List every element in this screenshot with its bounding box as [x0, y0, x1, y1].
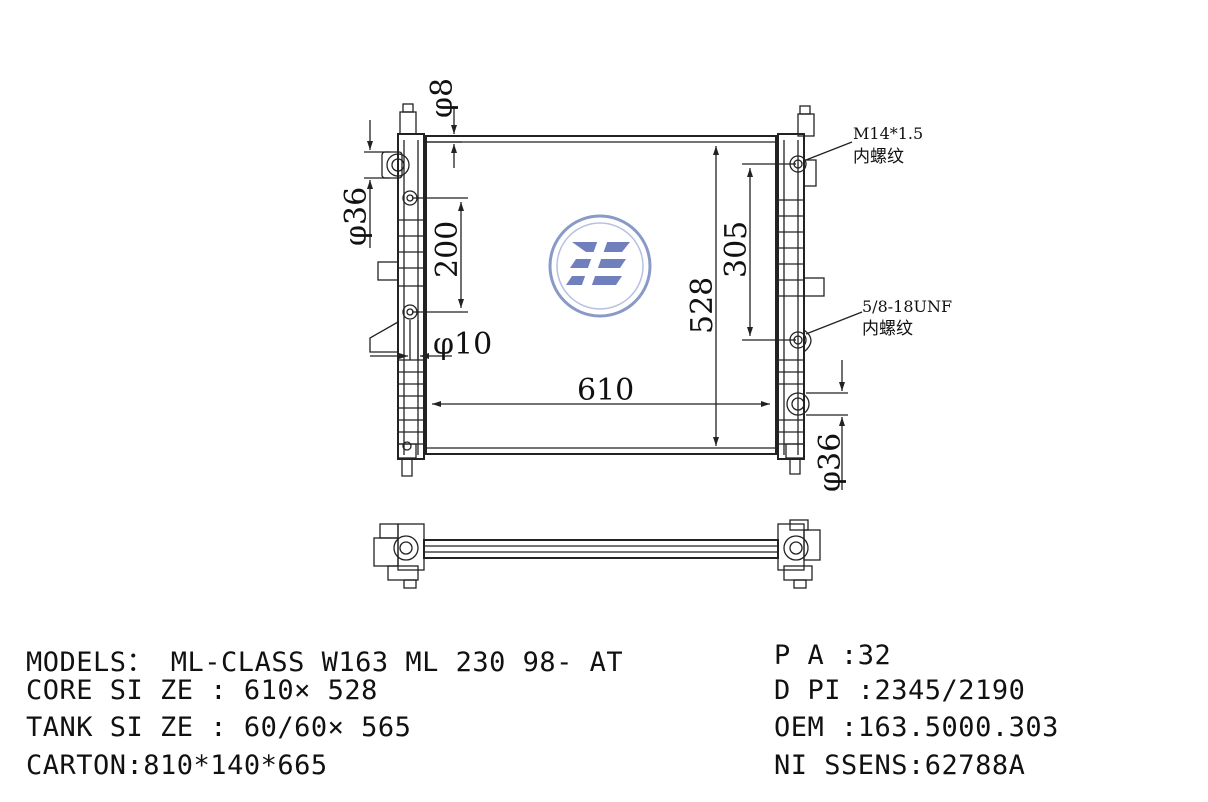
dim-dia-bottom-left: φ10	[433, 327, 492, 362]
spec-tank-size: TANK SI ZE : 60/60× 565	[26, 712, 412, 743]
dim-dia-top: φ8	[425, 78, 460, 118]
callout-bottom-thread-note: 内螺纹	[862, 319, 913, 339]
left-tank	[369, 103, 425, 477]
radiator-top-view	[373, 519, 821, 589]
radiator-core	[425, 135, 777, 455]
right-tank	[777, 105, 825, 475]
spec-nissens: NI SSENS:62788A	[774, 750, 1026, 781]
radiator-technical-drawing: 610 528 305 200 φ8 φ36 φ36 φ10 M14*1.5 内…	[339, 78, 952, 589]
callout-bottom-thread: 5/8-18UNF	[862, 297, 952, 316]
company-logo	[548, 214, 652, 318]
dim-dia-left-pipe: φ36	[339, 187, 374, 246]
dim-width: 610	[577, 373, 634, 408]
dim-span-right: 305	[719, 221, 754, 278]
spec-core-size: CORE SI ZE : 610× 528	[26, 675, 378, 706]
callout-top-thread: M14*1.5	[853, 124, 923, 143]
spec-models: MODELS： ML-CLASS W163 ML 230 98- AT	[26, 647, 624, 678]
spec-dpi: D PI :2345/2190	[774, 675, 1026, 706]
dim-height: 528	[685, 277, 720, 334]
callout-top-thread-note: 内螺纹	[853, 147, 904, 167]
spec-oem: OEM :163.5000.303	[774, 712, 1059, 743]
dim-dia-right-pipe: φ36	[813, 433, 848, 492]
dimension-lines	[364, 108, 863, 490]
spec-pa: P A :32	[774, 640, 892, 671]
spec-carton: CARTON:810*140*665	[26, 750, 328, 781]
radiator-front-view	[369, 103, 825, 477]
dim-span-left: 200	[430, 221, 465, 278]
